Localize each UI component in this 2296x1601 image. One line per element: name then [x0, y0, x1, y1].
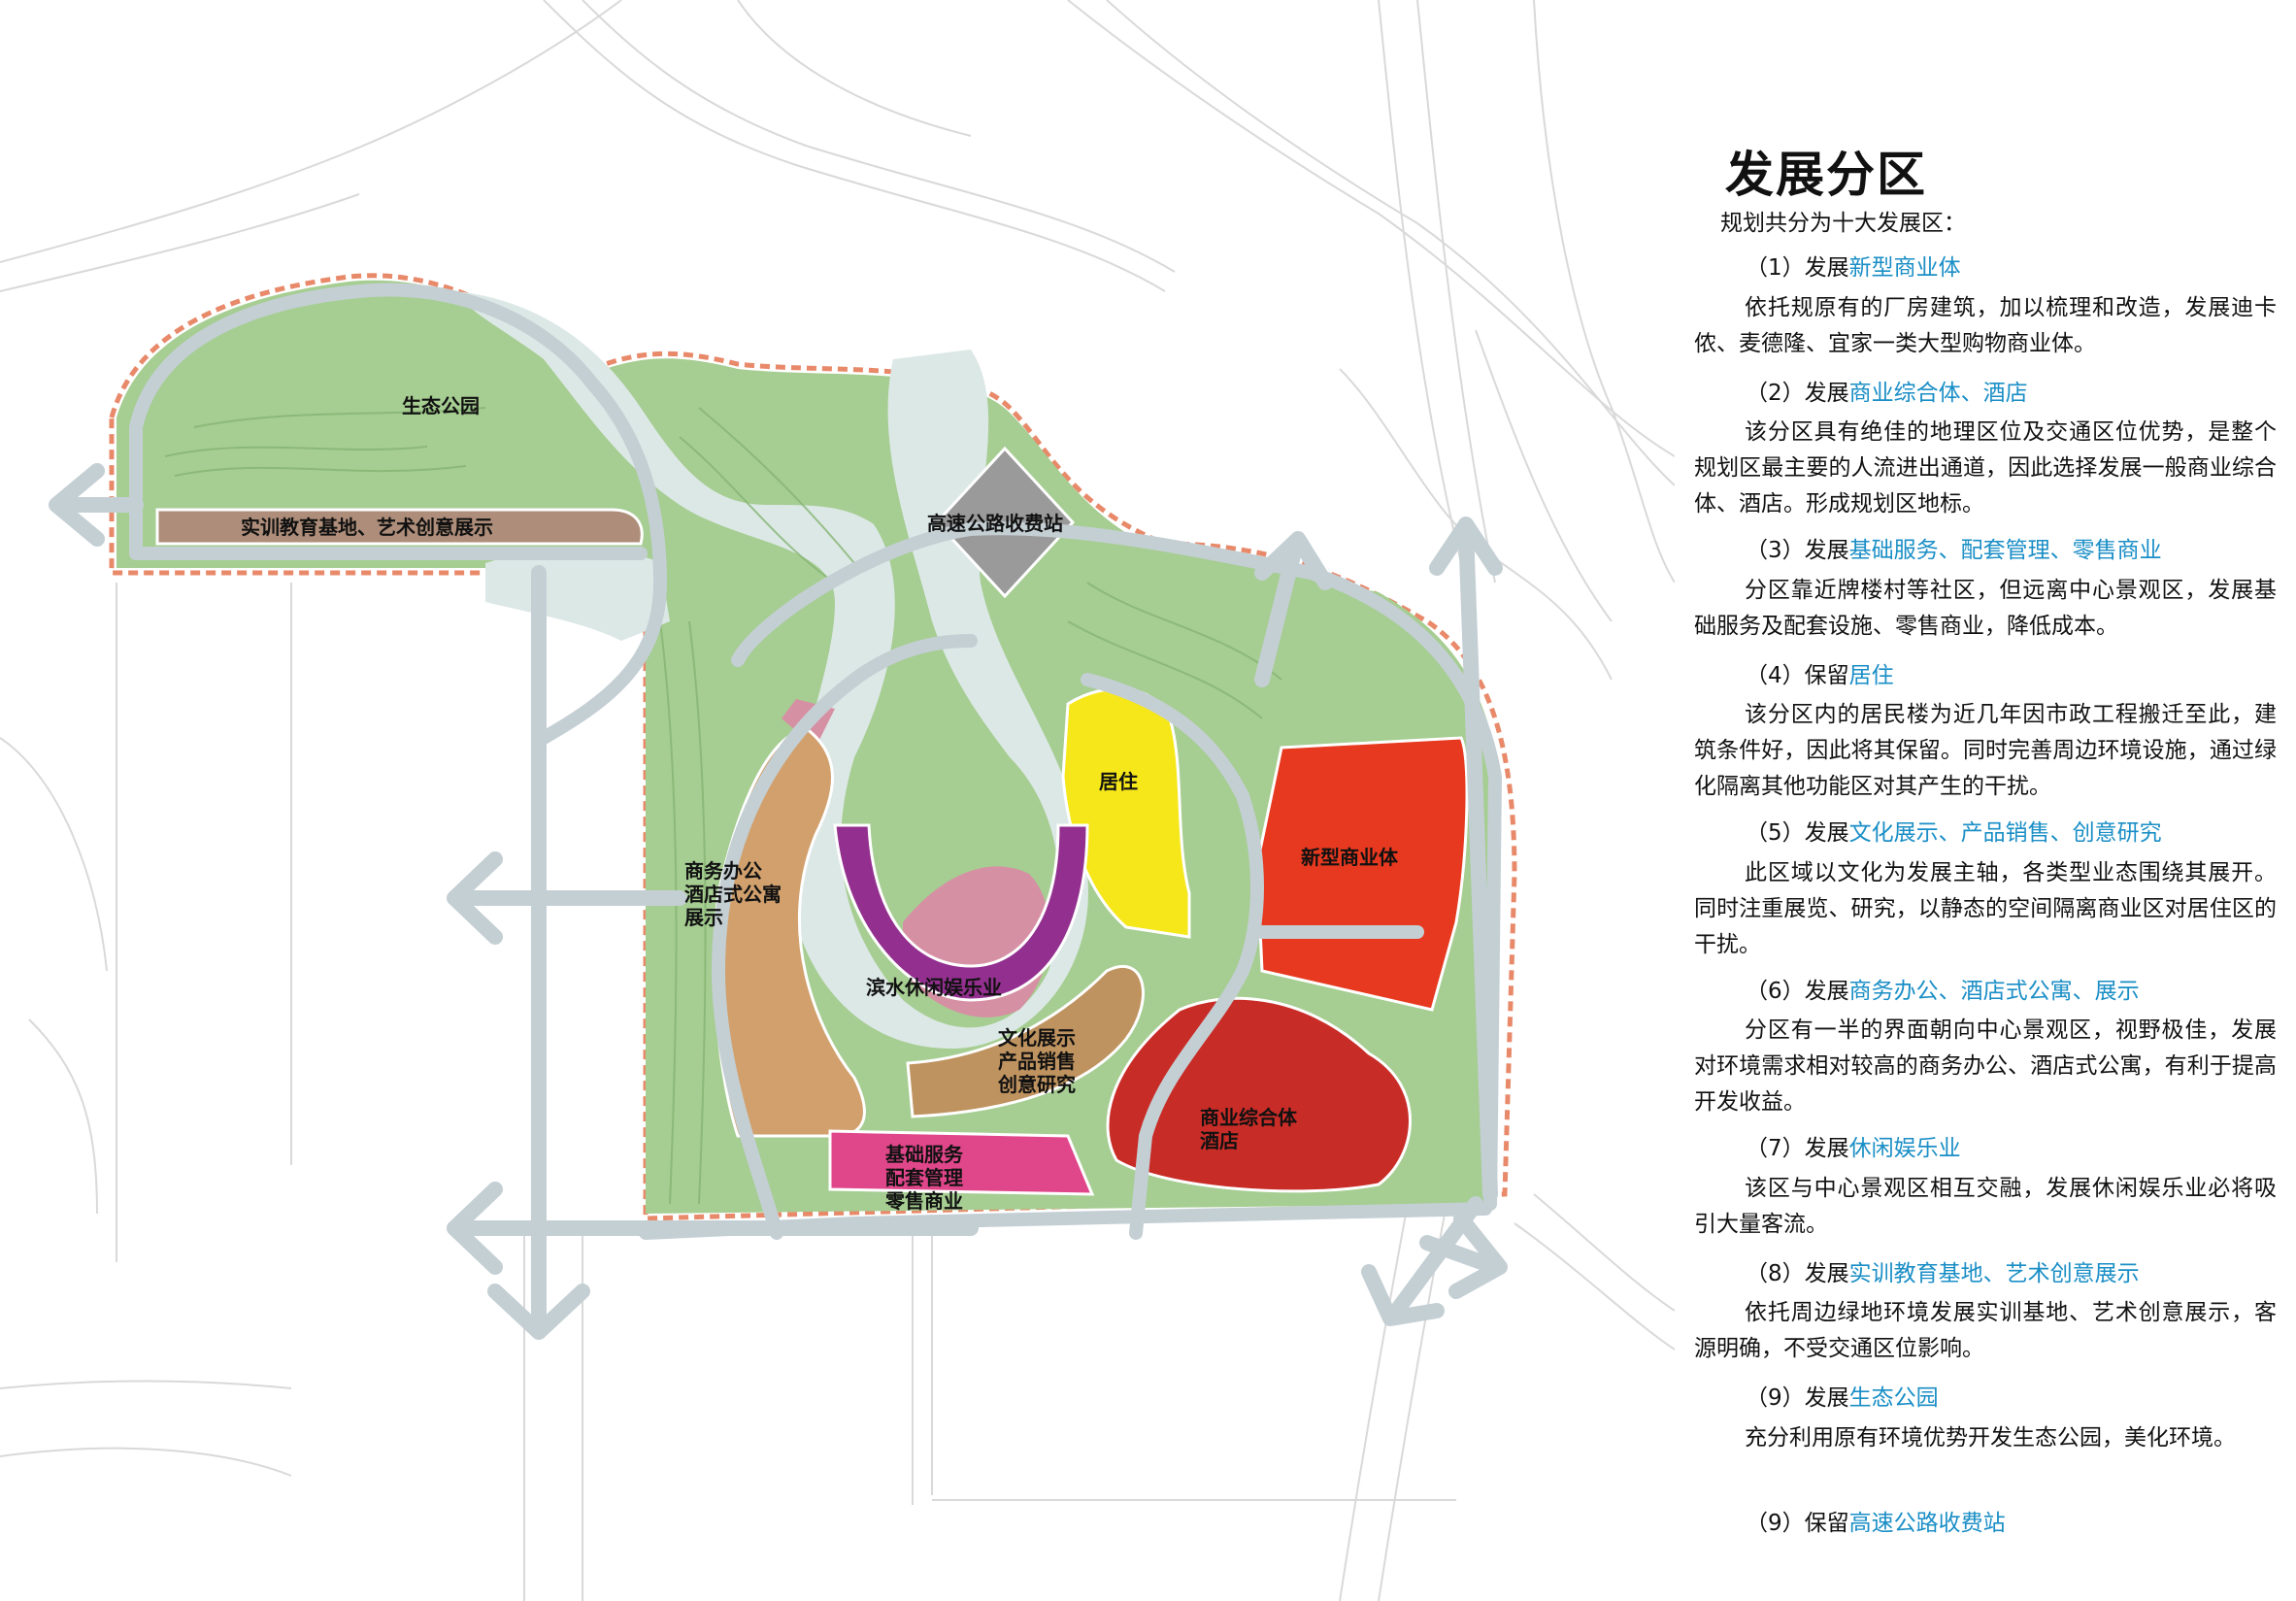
item-10-heading: （9）保留高速公路收费站	[1746, 1504, 2006, 1537]
item-1-name: 新型商业体	[1848, 255, 1961, 281]
development-arrows	[49, 463, 1508, 1340]
item-9-name: 生态公园	[1848, 1385, 1939, 1411]
item-2-desc: 该分区具有绝佳的地理区位及交通区位优势，是整个规划区最主要的人流进出通道，因此选…	[1694, 419, 2277, 517]
label-culture-line3: 创意研究	[997, 1073, 1076, 1096]
item-8-desc: 依托周边绿地环境发展实训基地、艺术创意展示，客源明确，不受交通区位影响。	[1694, 1300, 2277, 1361]
label-residential: 居住	[1099, 770, 1138, 793]
item-8-name: 实训教育基地、艺术创意展示	[1848, 1261, 2140, 1286]
item-6-name: 商务办公、酒店式公寓、展示	[1848, 979, 2140, 1004]
arrow-northeast-2	[1458, 521, 1498, 1202]
context-roads	[0, 0, 1675, 1601]
item-6-prefix: （6）发展	[1746, 979, 1849, 1004]
item-9-heading: （9）发展生态公园	[1746, 1379, 1939, 1412]
item-3-name: 基础服务、配套管理、零售商业	[1848, 538, 2162, 563]
item-5-prefix: （5）发展	[1746, 820, 1849, 846]
label-commercial-line2: 酒店	[1200, 1129, 1239, 1152]
item-6-desc: 分区有一半的界面朝向中心景观区，视野极佳，发展对环境需求相对较高的商务办公、酒店…	[1694, 1017, 2277, 1115]
label-culture-line1: 文化展示	[998, 1026, 1076, 1050]
item-7-name: 休闲娱乐业	[1848, 1136, 1961, 1161]
label-service-line2: 配套管理	[885, 1166, 963, 1189]
eco-park-texture	[164, 407, 1282, 1205]
zone-culture-block	[906, 964, 1145, 1118]
item-1-prefix: （1）发展	[1746, 255, 1849, 281]
item-10-prefix: （9）保留	[1746, 1511, 1849, 1536]
panel-title: 发展分区	[1725, 147, 1927, 203]
item-5-heading: （5）发展文化展示、产品销售、创意研究	[1746, 814, 2162, 847]
item-7-prefix: （7）发展	[1746, 1136, 1849, 1161]
water-inlet	[485, 549, 670, 641]
item-3-desc: 分区靠近牌楼村等社区，但远离中心景观区，发展基础服务及配套设施、零售商业，降低成…	[1694, 578, 2277, 639]
label-training: 实训教育基地、艺术创意展示	[241, 516, 493, 539]
label-business-line1: 商务办公	[684, 859, 762, 883]
item-8-prefix: （8）发展	[1746, 1261, 1849, 1286]
item-1-desc: 依托规原有的厂房建筑，加以梳理和改造，发展迪卡侬、麦德隆、宜家一类大型购物商业体…	[1694, 295, 2277, 356]
panel-intro: 规划共分为十大发展区：	[1720, 211, 1966, 236]
zone-basic-service-block	[828, 1129, 1095, 1196]
zoning-description-panel: 发展分区 规划共分为十大发展区： （1）发展新型商业体 依托规原有的厂房建筑，加…	[1675, 0, 2296, 1601]
label-eco-park: 生态公园	[402, 394, 480, 417]
label-commercial-line1: 商业综合体	[1200, 1106, 1298, 1129]
item-5-desc: 此区域以文化为发展主轴，各类型业态围绕其展开。同时注重展览、研究，以静态的空间隔…	[1694, 860, 2277, 957]
item-5-name: 文化展示、产品销售、创意研究	[1848, 820, 2162, 846]
item-9-prefix: （9）发展	[1746, 1385, 1849, 1411]
zone-new-commercial-block	[1255, 736, 1469, 1012]
item-1-heading: （1）发展新型商业体	[1746, 249, 1961, 282]
item-9-desc: 充分利用原有环境优势开发生态公园，美化环境。	[1745, 1425, 2236, 1451]
label-leisure: 滨水休闲娱乐业	[866, 976, 1002, 999]
zone-leisure-block	[833, 823, 1089, 1002]
label-business-line3: 展示	[684, 906, 723, 929]
item-2-prefix: （2）发展	[1746, 381, 1849, 406]
label-business-line2: 酒店式公寓	[684, 883, 782, 906]
zone-commercial-hotel-block	[1106, 996, 1412, 1193]
zoning-map: 生态公园 实训教育基地、艺术创意展示 高速公路收费站 居住 新型商业体 商务办公…	[0, 0, 1675, 1601]
item-10-name: 高速公路收费站	[1848, 1511, 2006, 1536]
zone-training-block	[155, 508, 644, 546]
item-4-prefix: （4）保留	[1746, 663, 1849, 688]
label-new-commercial: 新型商业体	[1301, 846, 1399, 869]
road-network	[129, 283, 1503, 1240]
item-7-desc: 该区与中心景观区相互交融，发展休闲娱乐业必将吸引大量客流。	[1694, 1176, 2277, 1237]
item-4-heading: （4）保留居住	[1746, 656, 1894, 689]
label-service-line3: 零售商业	[884, 1189, 963, 1213]
water-area	[456, 291, 1088, 1049]
item-2-heading: （2）发展商业综合体、酒店	[1746, 374, 2028, 407]
label-service-line1: 基础服务	[885, 1143, 964, 1166]
label-tollgate: 高速公路收费站	[927, 512, 1063, 535]
arrow-northeast-1	[1254, 536, 1304, 687]
arrow-southeast-2	[1419, 1235, 1503, 1275]
item-7-heading: （7）发展休闲娱乐业	[1746, 1129, 1961, 1162]
label-culture-line2: 产品销售	[998, 1050, 1076, 1073]
item-8-heading: （8）发展实训教育基地、艺术创意展示	[1746, 1254, 2140, 1287]
item-3-prefix: （3）发展	[1746, 538, 1849, 563]
item-3-heading: （3）发展基础服务、配套管理、零售商业	[1746, 531, 2162, 564]
item-4-desc: 该分区内的居民楼为近几年因市政工程搬迁至此，建筑条件好，因此将其保留。同时完善周…	[1694, 702, 2277, 799]
item-4-name: 居住	[1848, 663, 1894, 688]
item-6-heading: （6）发展商务办公、酒店式公寓、展示	[1746, 972, 2140, 1005]
item-2-name: 商业综合体、酒店	[1848, 381, 2028, 406]
